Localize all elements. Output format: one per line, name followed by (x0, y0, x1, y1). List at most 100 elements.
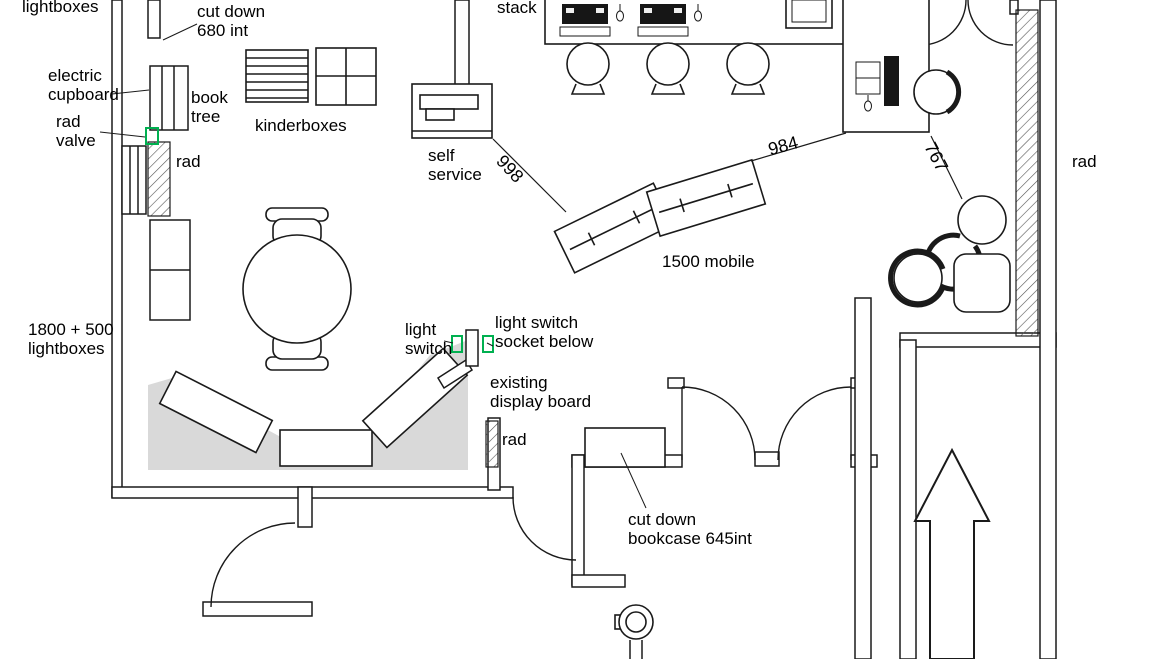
label-cut-down-bookcase: cut down bookcase 645int (628, 510, 752, 548)
label-text: service (428, 165, 482, 185)
label-rad-valve: rad valve (56, 112, 96, 150)
wall-lower-stub (571, 574, 626, 588)
coffee-table (953, 253, 1011, 313)
door-arc-center (512, 496, 577, 561)
label-text: light switch (495, 313, 579, 332)
label-text: tree (191, 107, 221, 127)
label-text: cupboard (48, 85, 119, 105)
wall-cutdown-partition (147, 0, 161, 39)
label-light-switch-socket: light switch socket below (495, 313, 593, 351)
kinderboxes-units (245, 47, 377, 106)
keyboard-icon (559, 26, 611, 37)
wall-door-jamb (571, 454, 585, 586)
label-stack: stack (497, 0, 537, 17)
label-electric-cupboard: electric cupboard (48, 66, 119, 104)
lounge-right (888, 195, 1011, 313)
stool (726, 42, 770, 86)
mouse-icon (694, 10, 702, 22)
electrical-markers (145, 127, 494, 353)
label-text: cut down (628, 510, 697, 529)
label-1500-mobile: 1500 mobile (662, 252, 755, 271)
door-arc-double-left (681, 386, 756, 461)
left-fittings (121, 65, 191, 321)
label-text: lightboxes (22, 0, 99, 16)
mouse-icon (864, 100, 872, 112)
label-text: book (191, 88, 228, 107)
stool (646, 42, 690, 86)
stack-stools (566, 42, 770, 95)
label-text: cut down (197, 2, 266, 21)
round-table (242, 234, 352, 344)
computer-desk-right (842, 0, 962, 133)
stool (566, 42, 610, 86)
radiators (147, 9, 1039, 468)
label-text: bookcase 645int (628, 529, 752, 549)
door-jamb-top-right (1009, 0, 1019, 15)
label-text: light (405, 320, 437, 339)
label-rad-display: rad (502, 430, 527, 449)
label-text: lightboxes (28, 339, 105, 359)
wall-door-stub-left (667, 377, 685, 389)
label-text: display board (490, 392, 592, 412)
label-text: socket below (495, 332, 594, 352)
label-text: existing (490, 373, 548, 392)
keyboard-icon (637, 26, 689, 37)
label-light-switch: light switch (405, 320, 452, 358)
wall-corridor-b (899, 339, 917, 659)
door-arc-double-right (777, 386, 852, 461)
cut-down-bookcase (584, 427, 666, 468)
tub-chair (893, 253, 943, 303)
self-service-unit (411, 83, 493, 139)
electric-cupboard-unit (149, 65, 189, 131)
radiator-display (485, 420, 499, 468)
wall-double-door-post (754, 451, 780, 467)
label-text: switch (405, 339, 453, 359)
round-table-group (242, 207, 352, 371)
label-text: rad (176, 152, 201, 171)
label-text: 1800 + 500 (28, 320, 114, 339)
label-book-tree: book tree (191, 88, 228, 126)
leader-lines (99, 23, 647, 509)
wall-recess (121, 145, 147, 215)
wall-right-outer (1039, 0, 1057, 659)
label-rad-top-left: rad (176, 152, 201, 171)
bench-seat-right (361, 347, 469, 449)
radiator-right (1015, 9, 1039, 337)
reading-corner-zone (148, 340, 469, 470)
door-arc-lobby (210, 522, 296, 608)
label-text: rad (502, 430, 527, 449)
light-switch-socket-marker (482, 335, 494, 353)
monitor-icon (884, 56, 899, 106)
label-lightboxes-left: 1800 + 500 lightboxes (28, 320, 114, 358)
label-lightboxes-top: lightboxes (22, 0, 99, 16)
wall-stack-divider (454, 0, 470, 89)
label-text: self (428, 146, 455, 165)
mouse-icon (616, 10, 624, 22)
label-self-service: self service (428, 146, 482, 184)
stack-table (544, 0, 848, 45)
label-cut-down-680: cut down 680 int (197, 2, 265, 40)
label-existing-display-board: existing display board (490, 373, 591, 411)
label-rad-right: rad (1072, 152, 1097, 171)
stair-direction-arrow (913, 447, 991, 659)
label-text: valve (56, 131, 96, 151)
bench-seat-left (158, 370, 274, 454)
label-text: 1500 mobile (662, 252, 755, 271)
label-text: rad (1072, 152, 1097, 171)
door-detail-circle (614, 604, 654, 640)
label-text: stack (497, 0, 537, 17)
wall-diagonal (436, 358, 474, 390)
label-kinderboxes: kinderboxes (255, 116, 347, 135)
door-arc-entry-right (967, 0, 1014, 46)
light-switch-marker (451, 335, 463, 353)
wall-switch (465, 329, 479, 367)
label-text: electric (48, 66, 102, 85)
label-text: kinderboxes (255, 116, 347, 135)
label-text: rad (56, 112, 81, 131)
wall-lobby-bottom (202, 601, 313, 617)
bench-seat-middle (279, 429, 373, 467)
monitor-icon (640, 4, 686, 24)
tub-chair (957, 195, 1007, 245)
